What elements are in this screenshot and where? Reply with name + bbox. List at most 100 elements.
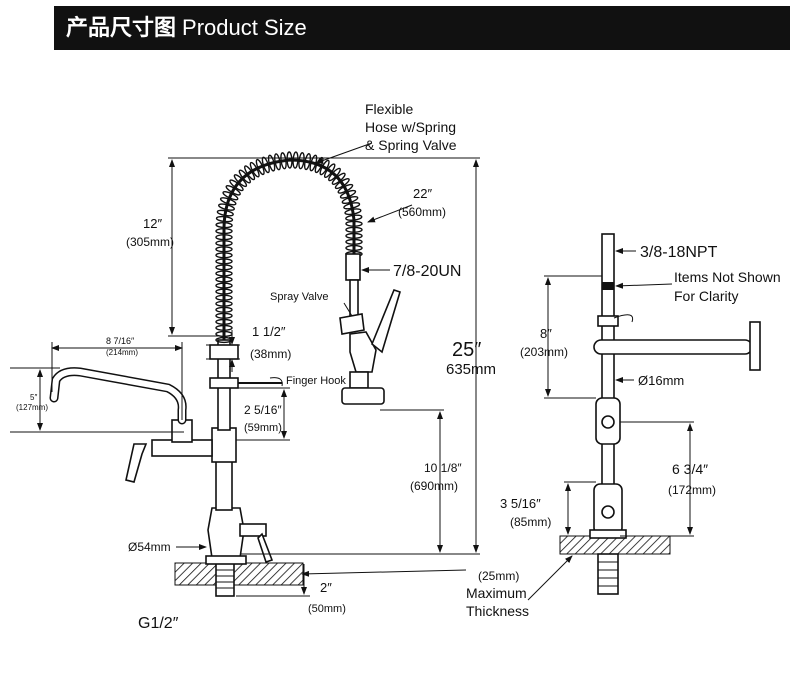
spring-coil-turn <box>215 258 233 265</box>
spring-coil-turn <box>345 238 363 245</box>
spring-coil-turn <box>215 318 233 326</box>
side-inlet <box>597 553 619 595</box>
spring-coil-turn <box>216 209 234 217</box>
spring-height-in: 12″ <box>143 216 162 231</box>
spring-coil <box>215 151 363 344</box>
flexible-hose-label-3: & Spring Valve <box>365 137 457 153</box>
base-handle <box>257 532 274 564</box>
spring-coil-turn <box>215 276 233 283</box>
spring-coil-turn <box>249 161 260 178</box>
spout-height-mm: (127mm) <box>16 403 48 412</box>
lower-height-mm: (85mm) <box>510 515 551 529</box>
spring-coil-turn <box>319 159 330 176</box>
side-note-2: For Clarity <box>674 288 739 304</box>
spring-coil-turn <box>233 174 248 188</box>
spring-coil-turn <box>219 197 237 206</box>
spray-height-mm: (690mm) <box>410 479 458 493</box>
upper-height-in: 6 3/4″ <box>672 461 708 477</box>
spout-reach-mm: (214mm) <box>106 348 138 357</box>
spray-height-in: 10 1/8″ <box>424 461 462 475</box>
finger-hook-label: Finger Hook <box>286 375 346 387</box>
spring-coil-turn <box>218 203 235 211</box>
spring-coil-turn <box>303 153 312 171</box>
inlet-size-label: G1/2″ <box>138 615 179 632</box>
spring-coil-turn <box>345 232 363 239</box>
title-english: Product Size <box>182 15 307 40</box>
spring-coil-turn <box>345 214 363 221</box>
hose-length-in: 22″ <box>413 186 432 201</box>
spring-coil-turn <box>215 306 233 313</box>
spring-coil-turn <box>273 153 282 171</box>
flexible-hose-label-1: Flexible <box>365 101 413 117</box>
max-thickness-mm: (25mm) <box>478 569 519 583</box>
spray-valve-label: Spray Valve <box>270 291 329 303</box>
spring-coil-turn <box>280 152 287 170</box>
spout-reach-in: 8 7/16″ <box>106 336 135 346</box>
base-diameter: Ø54mm <box>128 540 171 554</box>
hook-drop-mm: (59mm) <box>244 422 282 434</box>
spring-coil-turn <box>215 264 233 271</box>
max-thickness-label-1: Maximum <box>466 585 527 601</box>
spring-coil-turn <box>215 221 233 229</box>
spring-coil-turn <box>229 179 244 192</box>
spout-height-in: 5″ <box>30 393 37 402</box>
spring-coil-turn <box>323 163 336 179</box>
spring-coil-turn <box>255 158 265 176</box>
spring-coil-turn <box>215 215 234 223</box>
spring-coil-turn <box>215 282 233 289</box>
spring-coil-turn <box>225 185 241 196</box>
countertop-front <box>174 562 304 586</box>
spring-coil-turn <box>341 196 359 204</box>
spring-coil-turn <box>343 202 361 210</box>
total-height-mm: 635mm <box>446 361 496 378</box>
spring-coil-turn <box>337 183 354 194</box>
upper-height-mm: (172mm) <box>668 483 716 497</box>
spray-valve-body <box>349 331 377 373</box>
spring-coil-turn <box>215 288 233 295</box>
front-view <box>10 142 573 601</box>
spring-coil-turn <box>215 300 233 307</box>
max-thickness-label-2: Thickness <box>466 603 529 619</box>
spring-coil-turn <box>215 246 233 253</box>
side-thread-label: 3/8-18NPT <box>640 244 718 261</box>
spring-coil-turn <box>298 152 305 170</box>
inlet-thread-label: 7/8-20UN <box>393 263 461 280</box>
clamp-size-in: 1 1/2″ <box>252 324 286 339</box>
title-chinese: 产品尺寸图 <box>66 16 177 41</box>
spring-coil-turn <box>215 294 233 301</box>
side-view <box>544 233 761 595</box>
total-height-in: 25″ <box>452 339 481 361</box>
spring-coil-turn <box>222 191 239 201</box>
spring-coil-turn <box>345 220 363 227</box>
side-bracket-arm <box>593 339 753 355</box>
spring-coil-turn <box>215 228 233 235</box>
pipe-diameter: Ø16mm <box>638 373 684 388</box>
inlet-shank <box>215 561 235 597</box>
spring-coil-turn <box>215 312 233 319</box>
spring-coil-turn <box>345 244 363 252</box>
flexible-hose-label-2: Hose w/Spring <box>365 119 456 135</box>
bracket-height-in: 8″ <box>540 326 552 341</box>
spring-coil-turn <box>215 324 233 332</box>
spray-valve-nut <box>345 253 361 281</box>
spring-coil-turn <box>334 178 350 190</box>
spring-coil-turn <box>238 169 251 184</box>
spray-valve-lever <box>371 289 401 354</box>
spring-coil-turn <box>331 172 346 185</box>
spout-handle <box>125 443 148 483</box>
spring-coil-turn <box>215 252 233 259</box>
spring-coil-turn <box>344 208 362 216</box>
spring-coil-turn <box>339 189 357 199</box>
spray-head <box>341 387 385 405</box>
clamp-size-mm: (38mm) <box>250 347 291 361</box>
spring-coil-turn <box>292 151 299 169</box>
lower-height-in: 3 5/16″ <box>500 496 541 511</box>
spring-coil-turn <box>328 167 341 182</box>
side-note-1: Items Not Shown <box>674 269 781 285</box>
spring-coil-turn <box>215 270 233 277</box>
hook-drop-in: 2 5/16″ <box>244 403 282 417</box>
spring-coil-turn <box>215 240 233 247</box>
